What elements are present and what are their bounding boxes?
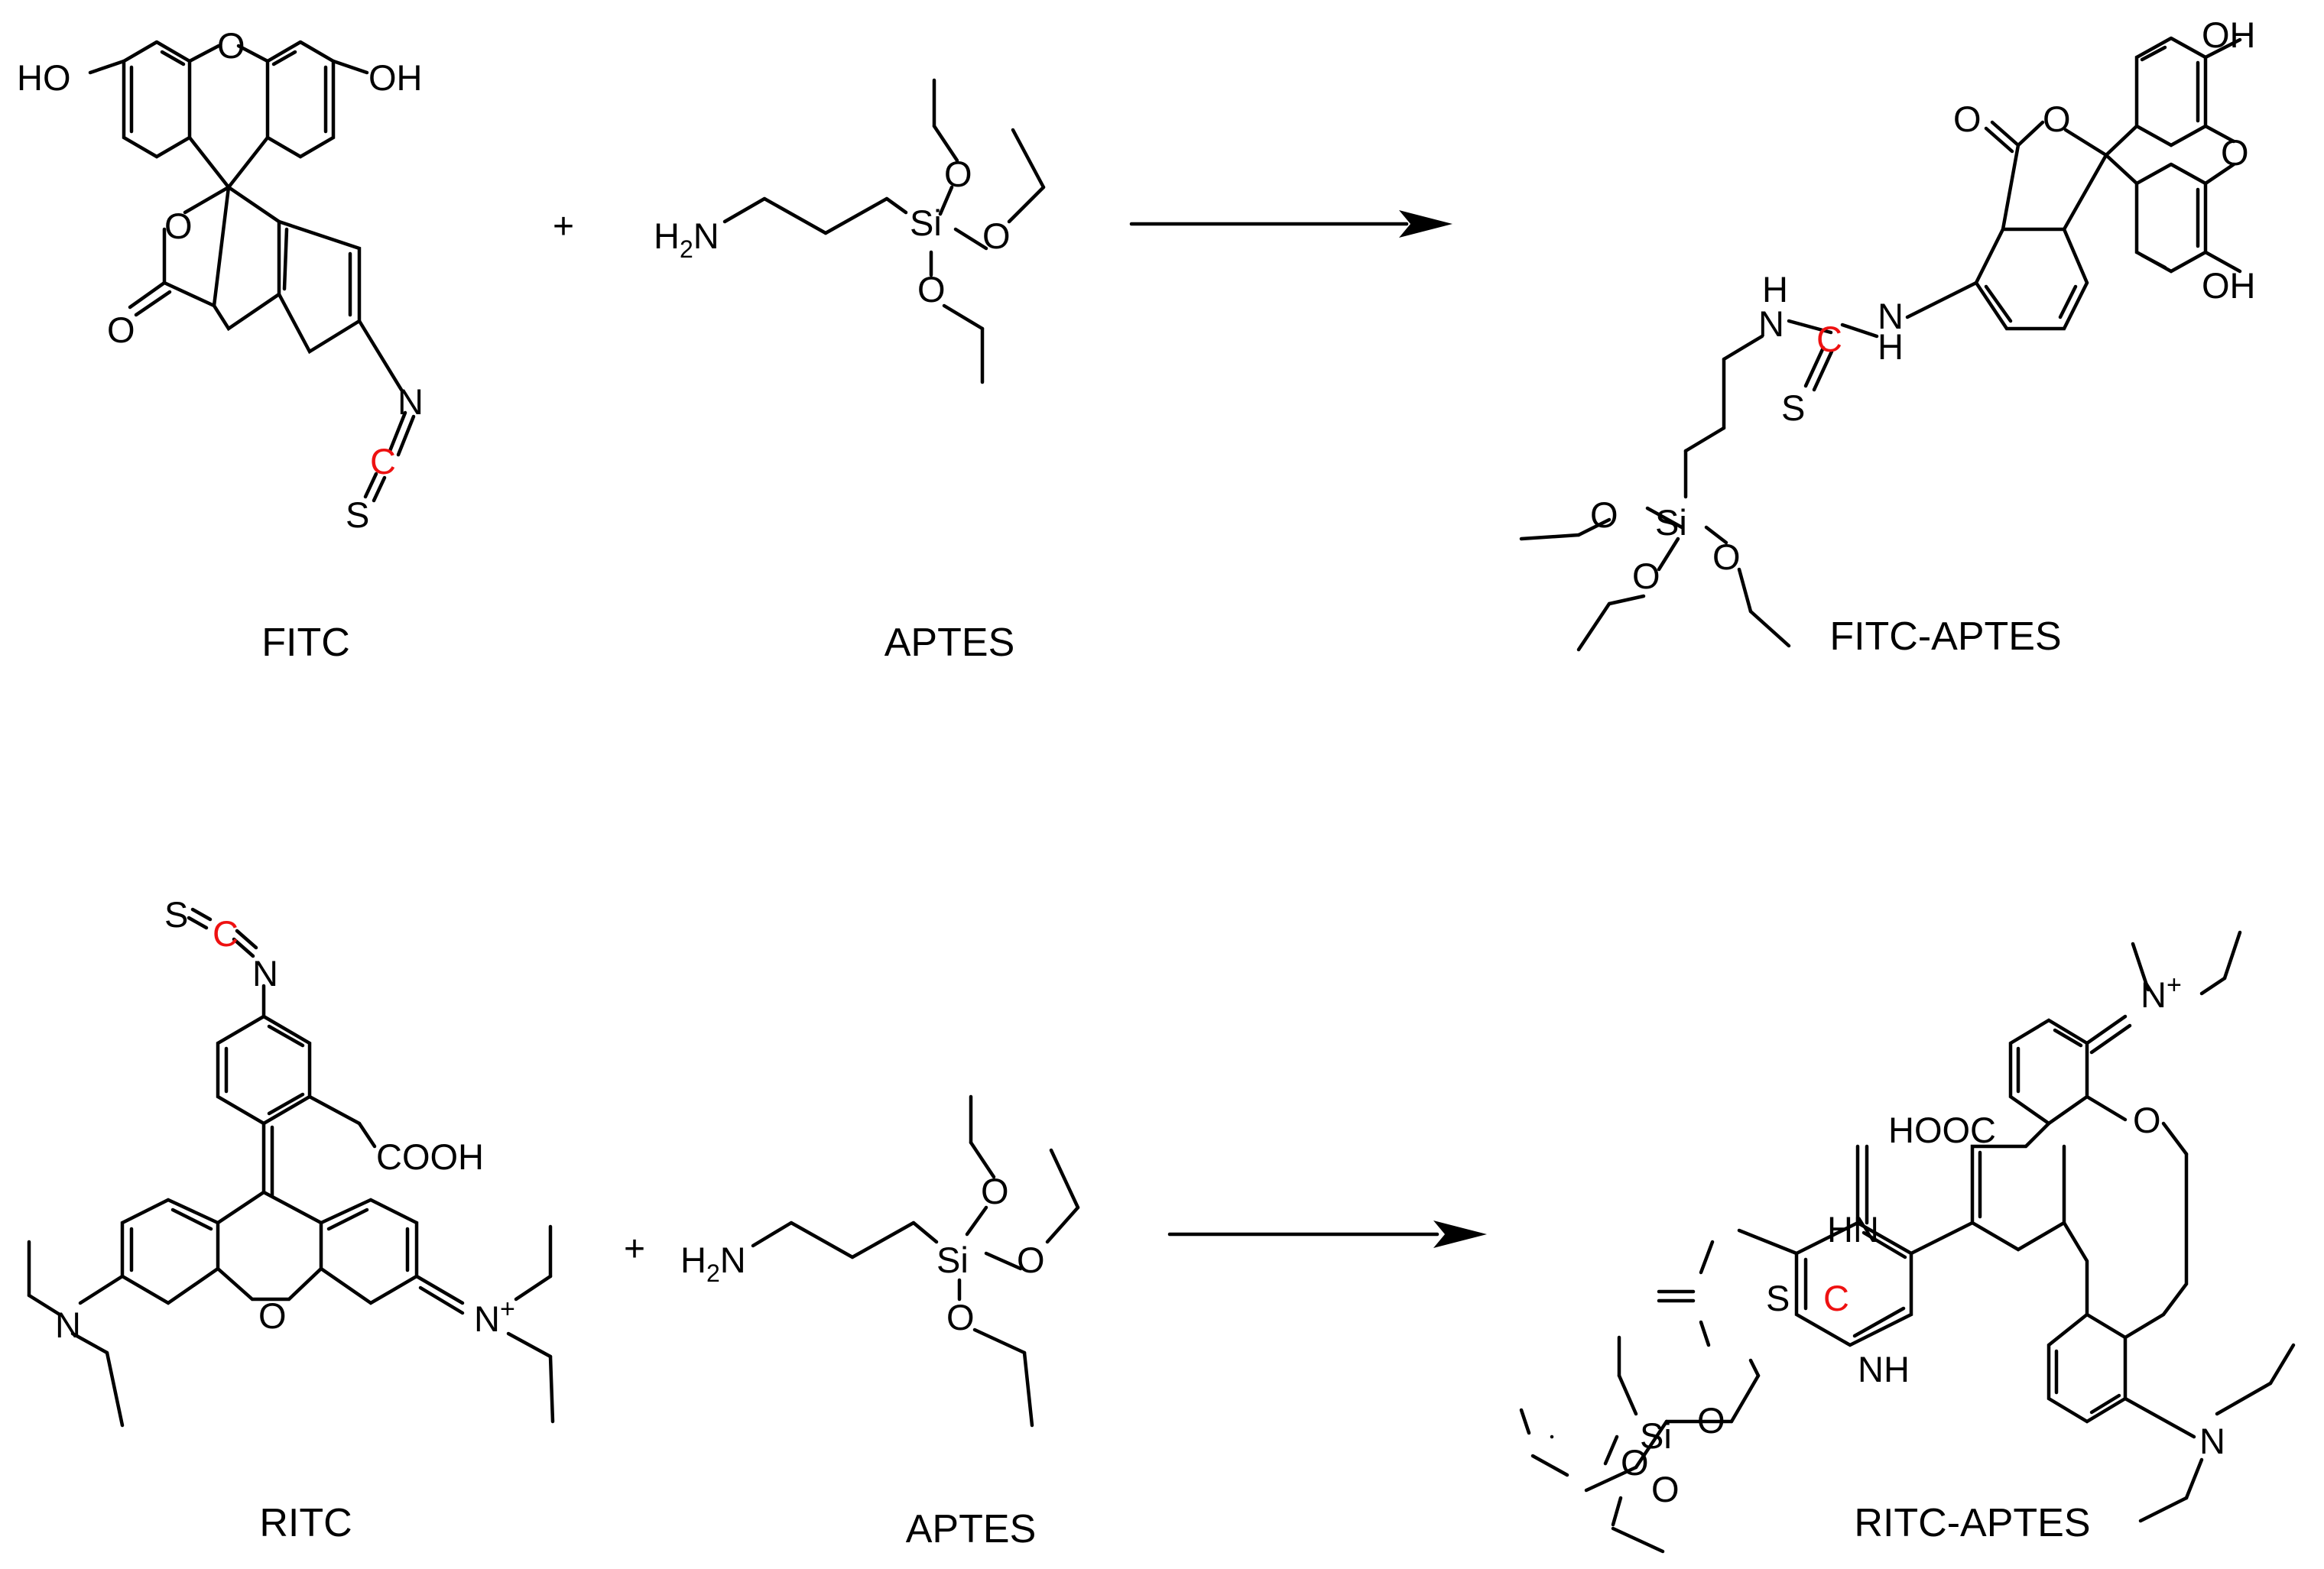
ritc-aptes-structure: N+ O HOOC HN S C NH N O O Si O: [1519, 930, 2296, 1554]
atom-label: O: [981, 1171, 1009, 1211]
atom-label: O: [944, 154, 972, 194]
atom-label: O: [217, 25, 245, 66]
atom-label: H2N: [680, 1240, 746, 1287]
atom-label: O: [1697, 1400, 1725, 1441]
aptes-structure-bottom: H2N Si O O O: [680, 1094, 1080, 1428]
fitc-structure: HO O OH O O N C S: [17, 25, 424, 535]
atom-label: O: [1590, 494, 1618, 535]
atom-label: OH: [2202, 265, 2256, 306]
plus-sign: +: [553, 206, 574, 247]
ritc-structure: S C N COOH O N N+: [27, 894, 555, 1428]
isothiocyanate-carbon: C: [213, 913, 239, 954]
atom-label: O: [1651, 1469, 1680, 1509]
compound-label-fitc-aptes: FITC-APTES: [1829, 614, 2061, 659]
atom-label: HO: [17, 57, 71, 98]
reaction-arrow-bottom: [1167, 1221, 1487, 1248]
atom-label: N: [2199, 1421, 2225, 1461]
atom-label: Si: [1655, 502, 1687, 543]
atom-label: O: [2043, 99, 2071, 139]
atom-label: N+: [474, 1295, 515, 1339]
plus-sign: +: [624, 1229, 645, 1269]
atom-label: COOH: [376, 1136, 484, 1177]
atom-label: Si: [936, 1240, 969, 1280]
atom-label: H: [1878, 326, 1904, 367]
atom-label: O: [2133, 1100, 2161, 1140]
reaction-arrow-top: [1129, 210, 1452, 238]
atom-label: HN: [1827, 1209, 1879, 1250]
compound-label-fitc: FITC: [261, 621, 350, 665]
atom-label: N: [398, 381, 424, 422]
atom-label: O: [164, 206, 193, 246]
compound-label-ritc: RITC: [259, 1501, 352, 1545]
atom-label: S: [346, 494, 369, 535]
atom-label: O: [917, 269, 946, 310]
atom-label: S: [1781, 387, 1805, 428]
atom-label: OH: [368, 57, 423, 98]
atom-label: N: [1878, 296, 1904, 336]
atom-label: N+: [2141, 971, 2182, 1015]
atom-label: Si: [1640, 1415, 1672, 1456]
atom-label: H: [1762, 269, 1788, 310]
atom-label: N: [1758, 303, 1784, 344]
compound-label-aptes-bottom: APTES: [906, 1507, 1037, 1551]
compound-label-ritc-aptes: RITC-APTES: [1854, 1501, 2090, 1545]
atom-label: HOOC: [1888, 1110, 1996, 1150]
fitc-aptes-structure: OH O OH O O N H C S H N Si O O O: [1519, 15, 2256, 652]
atom-label: N: [252, 953, 278, 994]
atom-label: N: [55, 1305, 81, 1345]
atom-label: O: [1712, 537, 1741, 577]
atom-label: O: [258, 1295, 287, 1336]
isothiocyanate-carbon: C: [1816, 319, 1842, 359]
atom-label: OH: [2202, 15, 2256, 55]
atom-label: O: [1621, 1442, 1649, 1483]
compound-label-aptes-top: APTES: [884, 621, 1015, 665]
atom-label: O: [1017, 1240, 1045, 1280]
atom-label: O: [2221, 132, 2249, 173]
atom-label: Si: [910, 203, 942, 243]
atom-label: O: [1953, 99, 1982, 139]
atom-label: O: [107, 310, 135, 350]
atom-label: O: [946, 1297, 975, 1337]
atom-label: O: [1632, 556, 1660, 596]
atom-label: S: [164, 894, 188, 935]
aptes-structure-top: H2N Si O O O: [654, 78, 1046, 384]
isothiocyanate-carbon: C: [1823, 1278, 1849, 1318]
atom-label: NH: [1858, 1349, 1910, 1389]
atom-label: S: [1766, 1278, 1790, 1318]
isothiocyanate-carbon: C: [370, 441, 396, 481]
atom-label: O: [982, 216, 1011, 256]
atom-label: H2N: [654, 216, 719, 263]
